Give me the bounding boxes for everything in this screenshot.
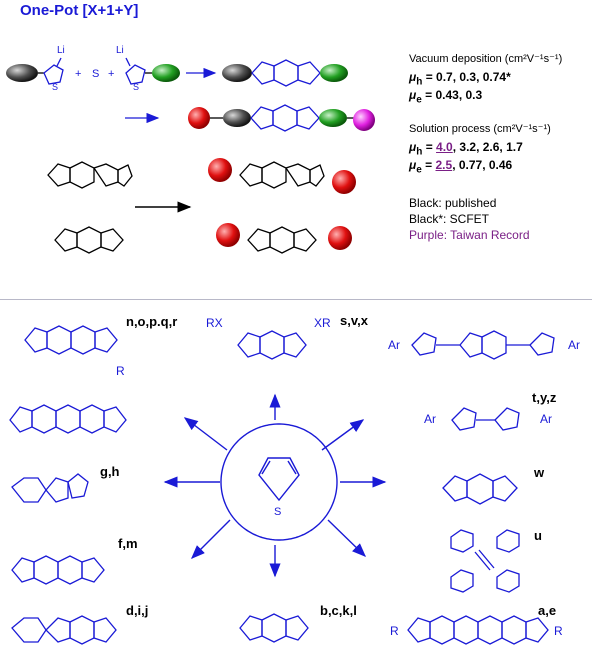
mu-h-record-value: 4.0 — [436, 140, 453, 154]
dithienothiophene-substrate — [47, 161, 133, 189]
structure-u-tetraphenylethylene — [450, 529, 520, 593]
sulfur-label: S — [274, 506, 281, 518]
product-capped-trithiophene — [216, 223, 352, 254]
structure-a — [407, 615, 549, 645]
reactant-thienyl-lithium-2 — [125, 57, 180, 85]
structure-s — [237, 330, 307, 360]
sulfur-reagent: S — [92, 68, 99, 80]
compound-label-a: a,e — [538, 603, 557, 618]
mu-h-vacuum: μh = 0.7, 0.3, 0.74* — [409, 70, 511, 87]
substituent-xr: XR — [314, 316, 331, 330]
substituent-rx: RX — [206, 316, 223, 330]
radial-arrows — [163, 393, 387, 578]
mu-symbol: μ — [409, 158, 417, 172]
mu-e-solution: μe = 2.5, 0.77, 0.46 — [409, 158, 513, 176]
li-label: Li — [116, 45, 124, 56]
legend-purple: Purple: Taiwan Record — [409, 228, 530, 242]
structure-b — [239, 613, 309, 643]
mu-e-record-value: 2.5 — [435, 158, 453, 172]
mu-e-solution-values: , 0.77, 0.46 — [452, 158, 513, 172]
product-capped-tetrathiophene — [208, 158, 356, 194]
mu-subscript: e — [416, 94, 422, 106]
legend-black-star: Black*: SCFET — [409, 212, 490, 226]
legend-black: Black: published — [409, 196, 497, 210]
vacuum-deposition-title: Vacuum deposition (cm²V⁻¹s⁻¹) — [409, 53, 563, 65]
central-thiophene-hub — [220, 423, 338, 541]
mu-subscript: h — [416, 146, 423, 158]
structure-n — [24, 325, 118, 355]
mu-symbol: μ — [409, 140, 417, 154]
dithienothiophene-substrate-2 — [54, 226, 124, 254]
mu-subscript: h — [416, 76, 423, 88]
structure-t-bottom — [451, 407, 520, 431]
mu-e-vacuum: μe = 0.43, 0.3 — [409, 88, 482, 105]
mu-h-solution-values: , 3.2, 2.6, 1.7 — [452, 140, 523, 154]
substituent-r: R — [554, 624, 563, 638]
compound-label-w: w — [534, 465, 545, 480]
reactant-thienyl-lithium-1 — [6, 57, 64, 85]
compound-label-b: b,c,k,l — [320, 603, 357, 618]
substituent-ar: Ar — [568, 338, 580, 352]
substituent-ar: Ar — [388, 338, 400, 352]
structure-t-top — [411, 330, 555, 360]
substituent-ar: Ar — [540, 412, 552, 426]
structure-f — [11, 555, 105, 585]
sulfur-label: S — [52, 82, 58, 92]
product-capped-dithienothiophene — [188, 104, 375, 132]
mu-h-vacuum-values: = 0.7, 0.3, 0.74* — [422, 70, 511, 84]
substituent-ar: Ar — [424, 412, 436, 426]
structure-g — [11, 473, 89, 503]
structure-d — [11, 615, 117, 645]
mu-h-solution: μh = 4.0, 3.2, 2.6, 1.7 — [409, 140, 523, 158]
plus-sign: + — [75, 68, 81, 80]
compound-label-s: s,v,x — [340, 313, 368, 328]
structure-pentacyclic — [9, 404, 127, 434]
mu-subscript: e — [416, 164, 422, 176]
substituent-r: R — [116, 364, 125, 378]
compound-label-d: d,i,j — [126, 603, 149, 618]
section-divider — [0, 299, 592, 300]
structure-w — [442, 473, 518, 505]
mu-e-vacuum-values: = 0.43, 0.3 — [421, 88, 483, 102]
sulfur-label: S — [133, 82, 139, 92]
mu-symbol: μ — [409, 88, 417, 102]
compound-label-t: t,y,z — [532, 390, 557, 405]
compound-label-f: f,m — [118, 536, 138, 551]
li-label: Li — [57, 45, 65, 56]
compound-label-u: u — [534, 528, 542, 543]
plus-sign: + — [108, 68, 114, 80]
substituent-r: R — [390, 624, 399, 638]
compound-label-n: n,o,p.q,r — [126, 314, 178, 329]
solution-process-title: Solution process (cm²V⁻¹s⁻¹) — [409, 123, 551, 135]
compound-label-g: g,h — [100, 464, 120, 479]
scheme-title: One-Pot [X+1+Y] — [20, 2, 139, 19]
mu-symbol: μ — [409, 70, 417, 84]
product-dithienothiophene-1 — [222, 59, 348, 87]
